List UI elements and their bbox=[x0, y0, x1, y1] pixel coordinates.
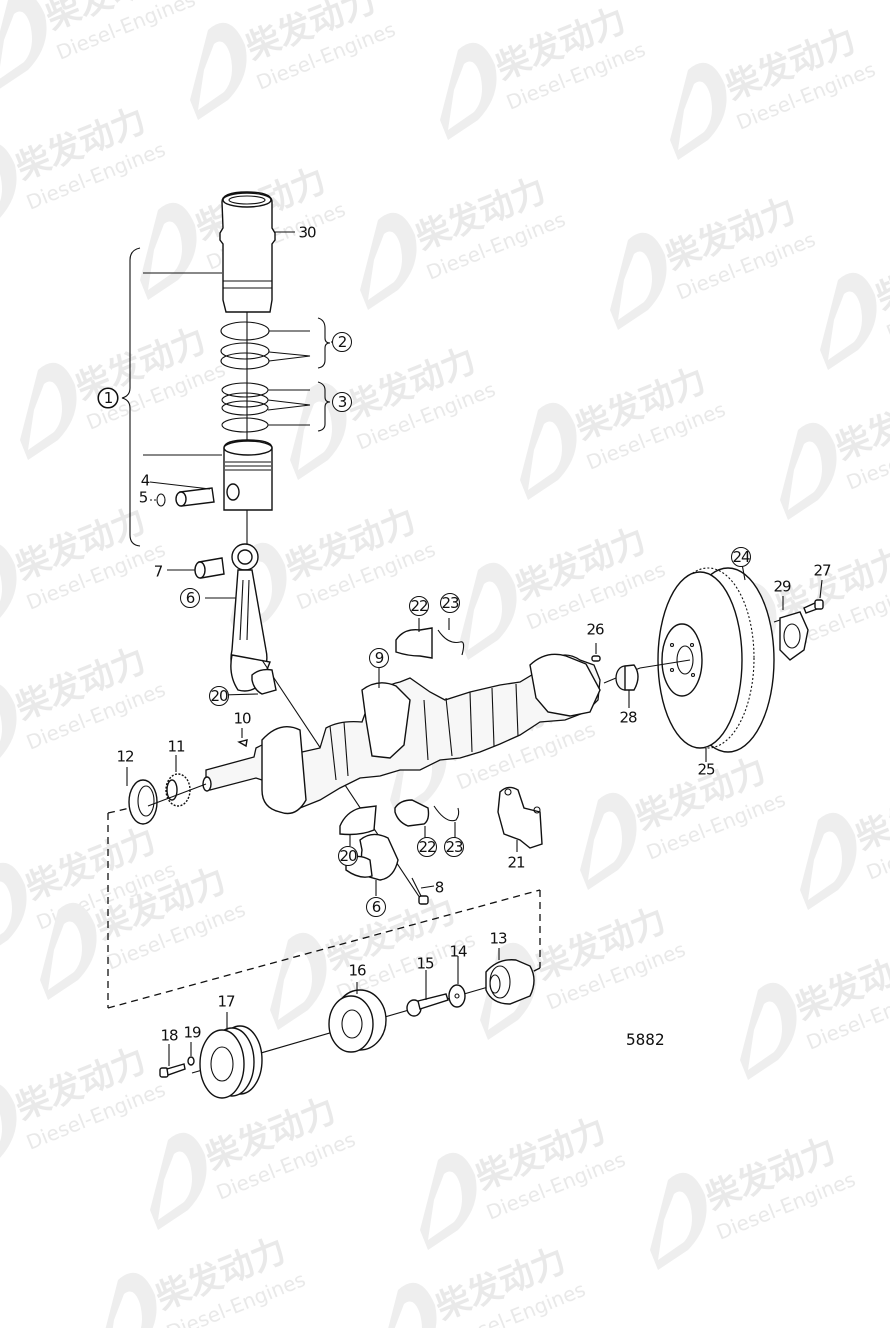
screw-18 bbox=[159, 1044, 186, 1078]
callout-22-upper: 22 bbox=[409, 596, 429, 616]
connecting-rod bbox=[205, 543, 271, 692]
callout-15: 15 bbox=[416, 954, 434, 973]
drawing-number: 5882 bbox=[626, 1030, 665, 1049]
crankshaft bbox=[202, 650, 641, 815]
callout-29: 29 bbox=[773, 577, 791, 596]
circlip bbox=[150, 493, 166, 507]
vibration-damper bbox=[328, 982, 387, 1053]
callout-26: 26 bbox=[586, 620, 604, 639]
callout-21: 21 bbox=[507, 853, 525, 872]
callout-1: 1 bbox=[98, 388, 118, 408]
flywheel-bolt bbox=[803, 579, 824, 614]
callout-30: 30 bbox=[298, 223, 316, 242]
callout-24: 24 bbox=[731, 547, 751, 567]
callout-22-lower: 22 bbox=[417, 837, 437, 857]
main-bearing-cap bbox=[497, 786, 543, 852]
callout-16: 16 bbox=[348, 961, 366, 980]
cylinder-liner bbox=[219, 191, 295, 313]
thrust-washer-lower bbox=[433, 805, 460, 840]
callout-2: 2 bbox=[332, 332, 352, 352]
callout-25: 25 bbox=[697, 760, 715, 779]
callout-11: 11 bbox=[167, 737, 185, 756]
washer-14 bbox=[448, 956, 466, 1008]
callout-3: 3 bbox=[332, 392, 352, 412]
key bbox=[237, 728, 248, 748]
callout-17: 17 bbox=[217, 992, 235, 1011]
bolt-15 bbox=[406, 970, 449, 1017]
big-end-bearing-lower bbox=[339, 805, 377, 846]
callout-23-lower: 23 bbox=[444, 837, 464, 857]
pilot-bearing bbox=[615, 664, 639, 708]
callout-7: 7 bbox=[153, 562, 163, 581]
flywheel bbox=[639, 563, 775, 762]
callout-6-cap: 6 bbox=[366, 897, 386, 917]
callout-12: 12 bbox=[116, 747, 134, 766]
callout-5: 5 bbox=[138, 488, 148, 507]
piston bbox=[223, 439, 273, 511]
callout-18: 18 bbox=[160, 1026, 178, 1045]
main-bearing-lower bbox=[394, 799, 430, 840]
pulley bbox=[199, 1012, 263, 1099]
callout-9: 9 bbox=[369, 648, 389, 668]
thrust-washer-upper bbox=[437, 618, 465, 656]
callout-13: 13 bbox=[489, 929, 507, 948]
main-bearing-upper bbox=[395, 618, 433, 659]
hub bbox=[485, 948, 535, 1005]
con-rod-bolt bbox=[411, 877, 435, 905]
callout-19: 19 bbox=[183, 1023, 201, 1042]
callout-23-upper: 23 bbox=[440, 593, 460, 613]
callout-28: 28 bbox=[619, 708, 637, 727]
callout-10: 10 bbox=[233, 709, 251, 728]
callout-6-rod: 6 bbox=[180, 588, 200, 608]
dashed-assembly-frame bbox=[107, 807, 541, 1009]
seal-washer bbox=[126, 767, 158, 825]
callout-8: 8 bbox=[434, 878, 444, 897]
pin bbox=[591, 643, 601, 662]
bushing bbox=[167, 557, 225, 579]
callout-4: 4 bbox=[140, 471, 150, 490]
piston-rings bbox=[221, 381, 331, 433]
lock-plate bbox=[773, 596, 809, 661]
piston-pin bbox=[149, 481, 215, 507]
washer-19 bbox=[187, 1042, 195, 1066]
callout-27: 27 bbox=[813, 561, 831, 580]
connecting-rod-cap bbox=[345, 833, 399, 896]
callout-14: 14 bbox=[449, 942, 467, 961]
callout-20-upper: 20 bbox=[209, 686, 229, 706]
gear bbox=[147, 755, 207, 807]
callout-20-lower: 20 bbox=[338, 846, 358, 866]
seal-rings bbox=[220, 317, 331, 370]
